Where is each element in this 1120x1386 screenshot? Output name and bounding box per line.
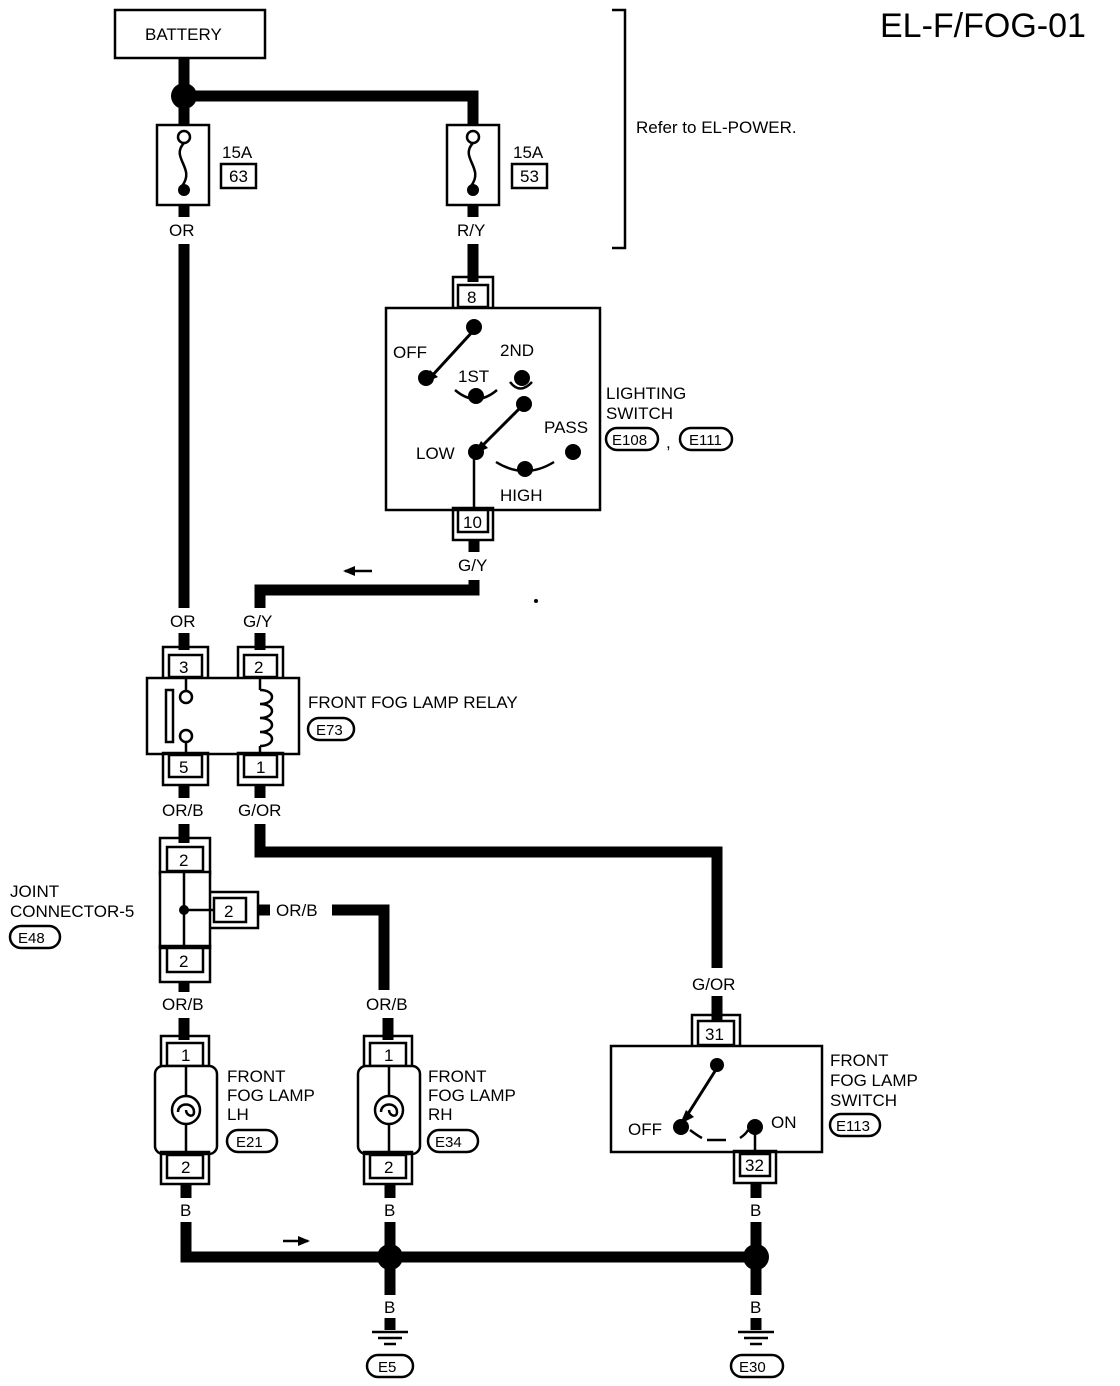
relay-label: FRONT FOG LAMP RELAY <box>308 693 518 712</box>
refer-note: Refer to EL-POWER. <box>636 118 797 137</box>
fog-rh-label-2: FOG LAMP <box>428 1086 516 1105</box>
wire-label-rh-ground: B <box>384 1201 395 1220</box>
lighting-switch-pin-out: 10 <box>463 513 482 532</box>
relay-pin-5: 5 <box>179 758 188 777</box>
joint-connector: 2 2 OR/B 2 JOINT CONNECTOR-5 E48 <box>8 836 390 990</box>
battery-splice <box>171 83 197 109</box>
fog-lamp-lh: 1 2 FRONT FOG LAMP LH E21 <box>153 1034 315 1186</box>
fog-lamp-rh: 1 2 FRONT FOG LAMP RH E34 <box>356 1034 516 1186</box>
fog-lh-connector: E21 <box>236 1134 263 1151</box>
lighting-pos-low: LOW <box>416 444 455 463</box>
fuse-53-rating: 15A <box>513 143 544 162</box>
jc-pin-bottom: 2 <box>179 952 188 971</box>
lighting-pos-high: HIGH <box>500 486 543 505</box>
lighting-pos-pass: PASS <box>544 418 588 437</box>
fog-rh-label-1: FRONT <box>428 1067 487 1086</box>
fog-lh-label-1: FRONT <box>227 1067 286 1086</box>
fog-lh-label-2: FOG LAMP <box>227 1086 315 1105</box>
jc-pin-side: 2 <box>224 902 233 921</box>
fog-lamp-switch: 31 OFF ON 32 FRONT FOG LAMP SWITCH E113 <box>609 1013 918 1185</box>
fog-switch-label-1: FRONT <box>830 1051 889 1070</box>
wire-gy: G/Y G/Y <box>243 540 538 650</box>
fog-rh-pin-top: 1 <box>384 1046 393 1065</box>
lighting-pos-2nd: 2ND <box>500 341 534 360</box>
wire-label-relay-out-gor: G/OR <box>238 801 281 820</box>
wire-label-jc-bottom: OR/B <box>162 995 204 1014</box>
refer-bracket: Refer to EL-POWER. <box>612 8 797 250</box>
wire-ry: R/Y <box>457 205 485 282</box>
wire-label-relay-out-orb: OR/B <box>162 801 204 820</box>
lighting-switch: 8 OFF 1ST 2ND LOW PASS HIGH 10 LIGHTING … <box>384 275 734 542</box>
fog-switch-pin-out: 32 <box>745 1156 764 1175</box>
relay-connector: E73 <box>316 722 343 739</box>
wire-label-e30-ground: B <box>750 1298 761 1317</box>
lighting-switch-separator: , <box>666 433 671 452</box>
ground-e30: E30 <box>729 1330 785 1379</box>
fog-switch-pos-off: OFF <box>628 1120 662 1139</box>
fog-switch-pos-on: ON <box>771 1113 797 1132</box>
fog-lh-pin-bottom: 2 <box>181 1158 190 1177</box>
wire-label-fog-switch-ground: B <box>750 1201 761 1220</box>
wire-label-switch-out: G/Y <box>458 556 487 575</box>
wire-or: OR OR <box>169 205 196 650</box>
fog-lamp-relay: 3 2 5 1 FRONT FOG LAMP RELAY E73 <box>145 645 518 787</box>
fog-lh-pin-top: 1 <box>181 1046 190 1065</box>
fog-switch-connector: E113 <box>836 1118 870 1135</box>
jc-label-1: JOINT <box>10 882 59 901</box>
ground-wires: B B B B B <box>180 1184 769 1330</box>
fuse-63: 15A 63 <box>155 123 258 207</box>
fog-rh-pin-bottom: 2 <box>384 1158 393 1177</box>
jc-label-2: CONNECTOR-5 <box>10 902 134 921</box>
battery-label: BATTERY <box>145 25 222 44</box>
fuse-63-rating: 15A <box>222 143 253 162</box>
lighting-switch-connector-b: E111 <box>689 432 722 449</box>
lighting-pos-1st: 1ST <box>458 367 489 386</box>
lighting-switch-connector-a: E108 <box>612 432 647 449</box>
lighting-switch-label-1: LIGHTING <box>606 384 686 403</box>
fog-switch-label-2: FOG LAMP <box>830 1071 918 1090</box>
lighting-switch-label-2: SWITCH <box>606 404 673 423</box>
wire-label-relay-in-or: OR <box>170 612 196 631</box>
fog-rh-label-3: RH <box>428 1105 453 1124</box>
power-wires <box>171 58 479 125</box>
ground-e5: E5 <box>365 1330 415 1379</box>
battery: BATTERY <box>113 8 267 60</box>
page-code: EL-F/FOG-01 <box>880 7 1086 45</box>
wire-label-lh-ground: B <box>180 1201 191 1220</box>
wire-label-fog-switch-in: G/OR <box>692 975 735 994</box>
relay-pin-1: 1 <box>256 758 265 777</box>
fuse-53: 15A 53 <box>445 123 549 207</box>
wire-label-fuse63-out: OR <box>169 221 195 240</box>
ground-e5-connector: E5 <box>378 1359 396 1376</box>
relay-output-wires: OR/B G/OR G/OR <box>162 785 735 1020</box>
fog-switch-pin-in: 31 <box>705 1025 724 1044</box>
wire-label-relay-in-gy: G/Y <box>243 612 272 631</box>
lighting-switch-pin-in: 8 <box>467 288 476 307</box>
wire-label-jc-side: OR/B <box>276 901 318 920</box>
jc-connector: E48 <box>18 930 45 947</box>
fuse-63-number: 63 <box>229 167 248 186</box>
fog-lamp-feed-wires: OR/B OR/B <box>162 982 408 1040</box>
fuse-53-number: 53 <box>520 167 539 186</box>
fog-rh-connector: E34 <box>435 1134 462 1151</box>
fog-switch-label-3: SWITCH <box>830 1091 897 1110</box>
ground-e30-connector: E30 <box>739 1359 766 1376</box>
wire-label-e5-ground: B <box>384 1298 395 1317</box>
fog-lh-label-3: LH <box>227 1105 249 1124</box>
wire-label-fuse53-out: R/Y <box>457 221 485 240</box>
wire-label-rh-in: OR/B <box>366 995 408 1014</box>
relay-pin-2: 2 <box>254 658 263 677</box>
jc-pin-top: 2 <box>179 851 188 870</box>
lighting-pos-off: OFF <box>393 343 427 362</box>
relay-pin-3: 3 <box>179 658 188 677</box>
